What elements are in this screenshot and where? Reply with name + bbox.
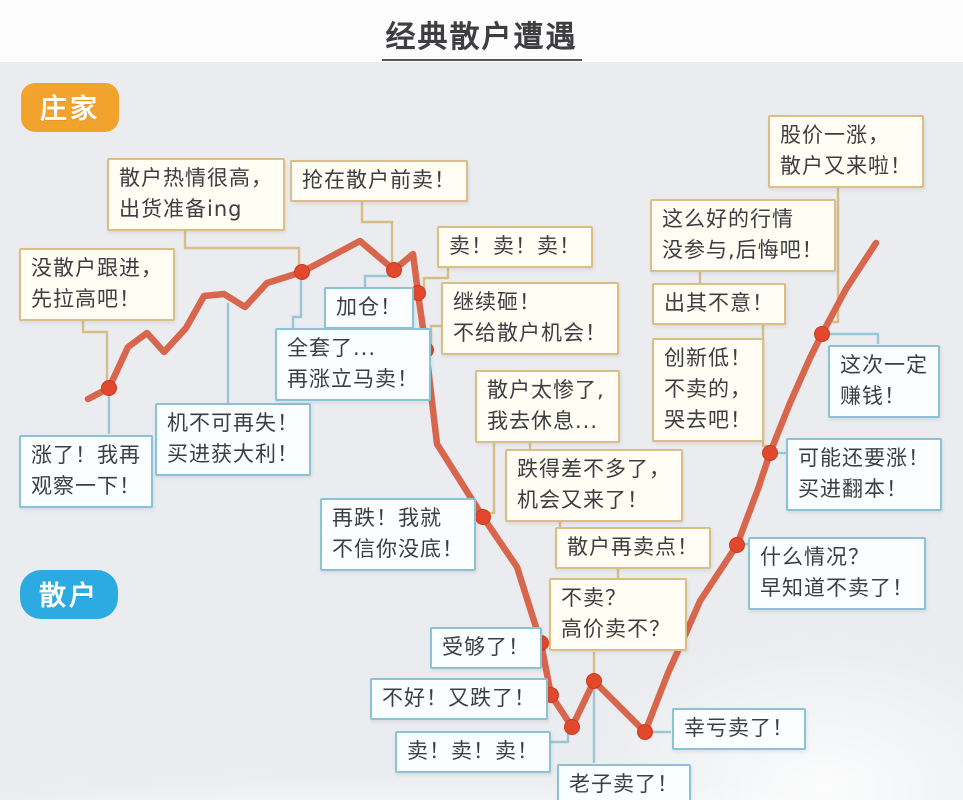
callout-text: 全套了... bbox=[287, 336, 377, 360]
callout-retail: 受够了！ bbox=[430, 627, 542, 669]
callout-text: 早知道不卖了！ bbox=[760, 576, 914, 600]
callout-text: 受够了！ bbox=[442, 635, 530, 659]
callout-text: 再跌！我就 bbox=[332, 506, 442, 530]
callout-text: 没参与,后悔吧！ bbox=[662, 238, 824, 262]
price-dot bbox=[386, 262, 402, 278]
connector-retail bbox=[830, 332, 880, 344]
connector-banker bbox=[360, 199, 394, 264]
callout-banker: 继续砸！ 不给散户机会！ bbox=[441, 282, 619, 355]
callout-retail: 可能还要涨！ 买进翻本！ bbox=[786, 438, 942, 511]
callout-text: 抢在散户前卖！ bbox=[302, 168, 456, 192]
callout-retail: 老子卖了！ bbox=[557, 764, 691, 800]
callout-text: 不信你没底！ bbox=[332, 537, 464, 561]
price-dot bbox=[294, 264, 310, 280]
price-dot bbox=[762, 445, 778, 461]
callout-retail: 全套了... 再涨立马卖！ bbox=[275, 328, 431, 401]
callout-banker: 散户太惨了, 我去休息... bbox=[475, 370, 620, 443]
callout-retail: 机不可再失！ 买进获大利！ bbox=[155, 403, 311, 476]
connector-banker bbox=[81, 313, 109, 382]
callout-text: 什么情况？ bbox=[760, 545, 870, 569]
callout-banker: 散户热情很高， 出货准备ing bbox=[107, 158, 285, 231]
connector-banker bbox=[183, 230, 301, 266]
callout-text: 先拉高吧！ bbox=[31, 287, 141, 311]
callout-text: 可能还要涨！ bbox=[798, 446, 930, 470]
callout-text: 出货准备ing bbox=[119, 197, 243, 221]
callout-text: 观察一下！ bbox=[31, 474, 141, 498]
callout-banker: 跌得差不多了， 机会又来了！ bbox=[505, 449, 683, 522]
callout-text: 买进获大利！ bbox=[167, 442, 299, 466]
price-dot bbox=[475, 509, 491, 525]
callout-retail: 卖！卖！卖！ bbox=[395, 731, 551, 773]
callout-text: 加仓！ bbox=[336, 295, 402, 319]
price-dot bbox=[564, 719, 580, 735]
callout-text: 散户太惨了, bbox=[487, 378, 605, 402]
callout-text: 散户热情很高， bbox=[119, 166, 273, 190]
callout-text: 我去休息... bbox=[487, 409, 599, 433]
callout-text: 跌得差不多了， bbox=[517, 457, 671, 481]
callout-retail: 加仓！ bbox=[324, 287, 414, 329]
price-dot bbox=[101, 380, 117, 396]
price-dot bbox=[586, 673, 602, 689]
callout-text: 不卖？ bbox=[561, 586, 627, 610]
callout-retail: 涨了！我再观察一下！ bbox=[19, 435, 153, 508]
callout-retail: 再跌！我就不信你没底！ bbox=[320, 498, 476, 571]
bottom-highlight bbox=[0, 770, 963, 800]
callout-text: 散户再卖点！ bbox=[567, 535, 699, 559]
callout-text: 出其不意！ bbox=[664, 291, 774, 315]
connector-retail bbox=[363, 274, 390, 287]
callout-text: 老子卖了！ bbox=[569, 772, 679, 796]
price-dot bbox=[729, 537, 745, 553]
callout-text: 不卖的， bbox=[664, 377, 752, 401]
callout-retail: 什么情况？ 早知道不卖了！ bbox=[748, 537, 926, 610]
callout-text: 股价一涨， bbox=[780, 123, 890, 147]
callout-text: 高价卖不？ bbox=[561, 617, 671, 641]
callout-text: 继续砸！ bbox=[453, 290, 541, 314]
callout-text: 再涨立马卖！ bbox=[287, 367, 419, 391]
callout-text: 机不可再失！ bbox=[167, 411, 299, 435]
callout-text: 卖！卖！卖！ bbox=[449, 234, 581, 258]
connector-banker bbox=[487, 438, 496, 515]
callout-text: 幸亏卖了！ bbox=[684, 716, 794, 740]
legend-retail-badge: 散户 bbox=[20, 570, 118, 619]
callout-text: 赚钱！ bbox=[840, 384, 906, 408]
legend-banker-badge: 庄家 bbox=[21, 83, 119, 132]
callout-banker: 卖！卖！卖！ bbox=[437, 226, 593, 268]
callout-banker: 创新低！ 不卖的， 哭去吧！ bbox=[652, 338, 764, 442]
callout-banker: 这么好的行情没参与,后悔吧！ bbox=[650, 199, 836, 272]
callout-text: 买进翻本！ bbox=[798, 477, 908, 501]
connector-banker bbox=[429, 324, 441, 346]
top-white-band bbox=[0, 0, 963, 62]
callout-text: 不给散户机会！ bbox=[453, 321, 607, 345]
callout-banker: 出其不意！ bbox=[652, 283, 786, 325]
callout-text: 没散户跟进， bbox=[31, 256, 163, 280]
page-title: 经典散户遭遇 bbox=[381, 12, 582, 61]
price-dot bbox=[637, 724, 653, 740]
callout-text: 卖！卖！卖！ bbox=[407, 739, 539, 763]
callout-text: 创新低！ bbox=[664, 346, 752, 370]
callout-text: 这次一定 bbox=[840, 353, 928, 377]
callout-retail: 幸亏卖了！ bbox=[672, 708, 806, 750]
callout-text: 涨了！我再 bbox=[31, 443, 141, 467]
callout-retail: 这次一定赚钱！ bbox=[828, 345, 940, 418]
connector-banker bbox=[422, 268, 450, 289]
callout-text: 这么好的行情 bbox=[662, 207, 794, 231]
callout-banker: 抢在散户前卖！ bbox=[290, 160, 468, 202]
callout-text: 散户又来啦！ bbox=[780, 154, 912, 178]
price-dot bbox=[814, 326, 830, 342]
callout-banker: 没散户跟进， 先拉高吧！ bbox=[19, 248, 175, 321]
callout-text: 哭去吧！ bbox=[664, 408, 752, 432]
callout-retail: 不好！又跌了！ bbox=[370, 678, 548, 720]
callout-banker: 不卖？ 高价卖不？ bbox=[549, 578, 687, 651]
callout-banker: 股价一涨， 散户又来啦！ bbox=[768, 115, 924, 188]
callout-banker: 散户再卖点！ bbox=[555, 527, 711, 569]
callout-text: 不好！又跌了！ bbox=[382, 686, 536, 710]
connector-retail bbox=[291, 280, 303, 328]
callout-text: 机会又来了！ bbox=[517, 488, 649, 512]
